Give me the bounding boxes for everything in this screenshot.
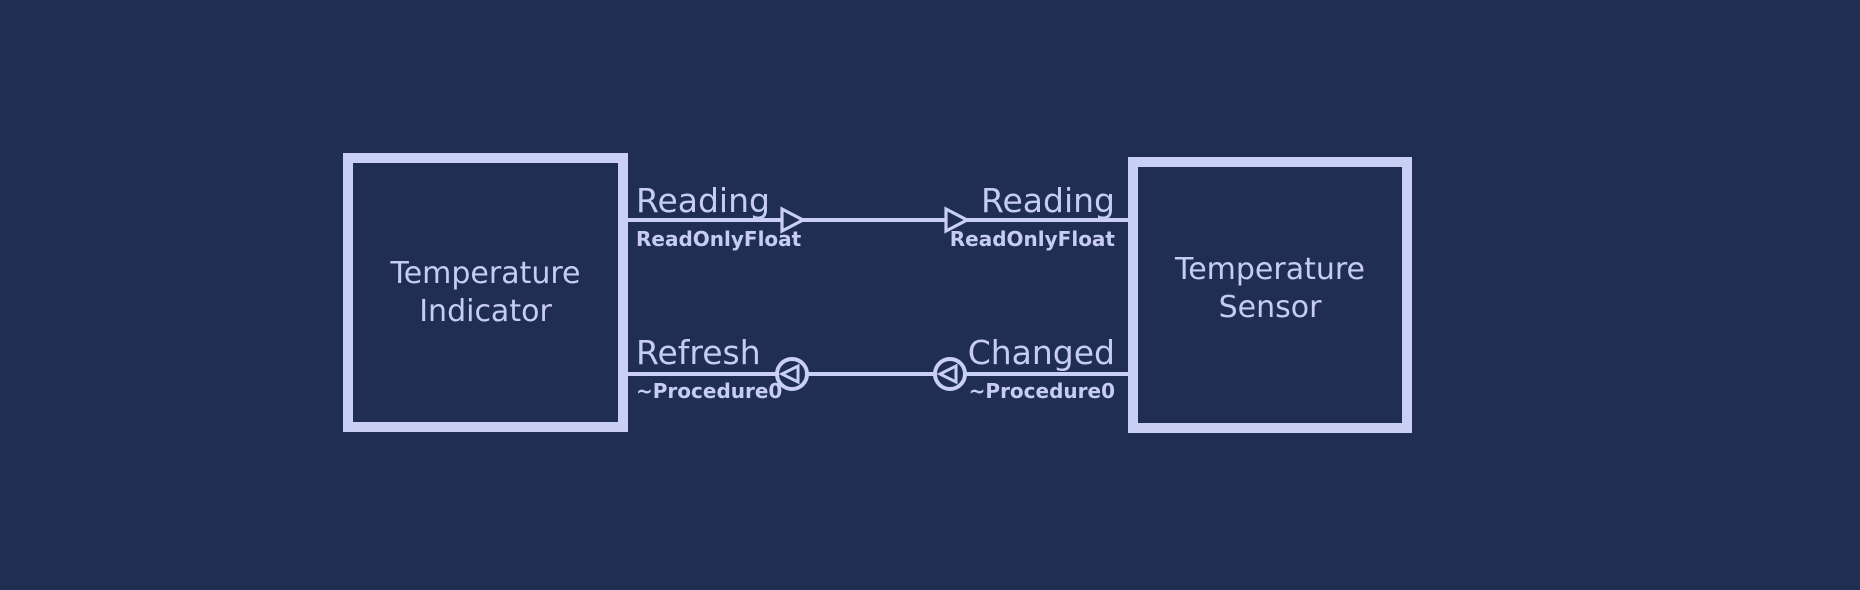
open-triangle-right-icon	[780, 206, 806, 234]
port-type: ReadOnlyFloat	[949, 227, 1115, 251]
port-refresh-left[interactable]: Refresh ~Procedure0	[636, 333, 783, 403]
port-reading-left[interactable]: Reading ReadOnlyFloat	[636, 181, 802, 251]
port-name: Reading	[636, 181, 770, 220]
connector-reading-line[interactable]	[628, 218, 1128, 222]
port-reading-right[interactable]: Reading ReadOnlyFloat	[949, 181, 1115, 251]
port-name: Changed	[967, 333, 1115, 372]
node-temperature-sensor[interactable]: Temperature Sensor	[1128, 157, 1412, 433]
port-name: Reading	[981, 181, 1115, 220]
connector-refresh-changed-line[interactable]	[628, 372, 1128, 376]
node-title: Temperature Indicator	[390, 255, 581, 329]
port-type: ReadOnlyFloat	[636, 227, 802, 251]
port-type: ~Procedure0	[636, 379, 783, 403]
port-name: Refresh	[636, 333, 761, 372]
node-temperature-indicator[interactable]: Temperature Indicator	[343, 153, 628, 432]
node-title: Temperature Sensor	[1174, 252, 1366, 325]
circled-triangle-left-icon	[775, 357, 809, 391]
port-changed-right[interactable]: Changed ~Procedure0	[967, 333, 1115, 403]
open-triangle-right-icon	[944, 206, 970, 234]
port-type: ~Procedure0	[968, 379, 1115, 403]
circled-triangle-left-icon	[933, 357, 967, 391]
